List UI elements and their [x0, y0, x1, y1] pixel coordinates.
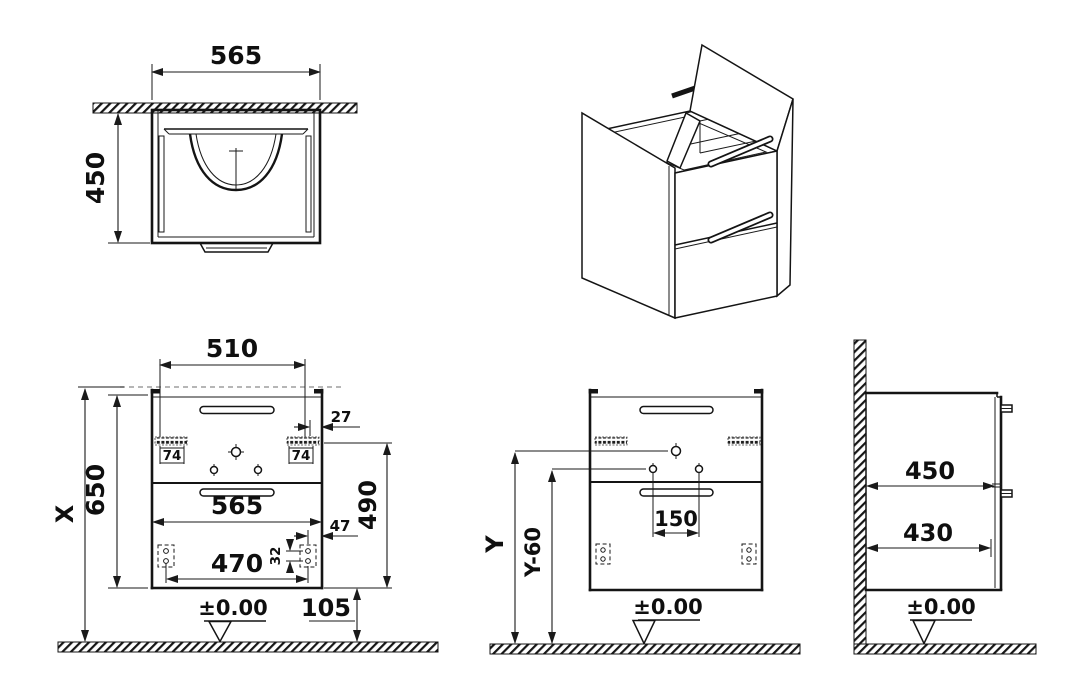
plan-depth-dimension: 450: [81, 113, 150, 244]
front-view-center: 150 Y Y-60 ±0.00: [481, 388, 801, 655]
dim-height-y-minus: Y-60: [521, 527, 545, 578]
floor-strip-left: [57, 641, 439, 653]
floor-datum-right: ±0.00: [906, 595, 976, 646]
dim-group-body-height: 650: [81, 394, 148, 589]
dim-group-foot-span: 470: [165, 549, 309, 583]
dim-depth-top: 450: [905, 457, 955, 485]
dim-group-foot-edge-offset: 47: [294, 517, 358, 544]
iso-handle-top: [707, 135, 774, 168]
side-view: 450 430 ±0.00: [853, 339, 1037, 655]
isometric-view: [581, 43, 794, 320]
dim-group-total-height-x: X: [51, 386, 124, 642]
dim-foot-hole-pitch: 32: [268, 547, 284, 566]
dim-total-height: X: [51, 504, 79, 523]
dim-drain-pitch: 150: [654, 507, 698, 531]
datum-label: ±0.00: [906, 595, 975, 619]
dim-foot-span: 470: [211, 549, 263, 578]
wall-bracket-left: [594, 436, 628, 446]
plan-drawer-rail-left: [158, 135, 165, 233]
datum-label: ±0.00: [198, 596, 267, 620]
dim-group-bracket-left: 74: [159, 446, 185, 464]
dim-plan-width: 565: [210, 41, 262, 70]
dim-mount-span: 510: [206, 334, 258, 363]
handle-slot-bottom: [639, 488, 714, 497]
corner-hanger-left: [588, 389, 598, 394]
plan-cabinet-outline: [150, 108, 322, 245]
handle-slot-bottom: [199, 488, 275, 497]
floor-datum-left: ±0.00: [198, 596, 268, 644]
floor-datum-center: ±0.00: [631, 595, 703, 646]
dim-bracket-left: 74: [163, 448, 182, 464]
dim-group-depth-top: 450: [866, 457, 995, 490]
floor-strip-right: [853, 643, 1037, 655]
datum-triangle: [631, 619, 657, 646]
datum-label: ±0.00: [633, 595, 702, 619]
front-cabinet-outline: [150, 388, 324, 590]
wall-strip: [853, 339, 867, 655]
dim-group-foot-hole-pitch: 32: [268, 539, 303, 573]
dim-mount-height: 490: [354, 480, 382, 530]
dim-foot-edge-offset: 47: [330, 517, 351, 535]
front-view-wall: X 650 510: [51, 334, 439, 653]
dim-group-body-width: 565: [152, 491, 322, 526]
dim-body-width: 565: [211, 491, 263, 520]
fixing-holes: [209, 444, 263, 476]
dim-group-mount-height: 490: [324, 442, 392, 589]
wall-bracket-right: [727, 436, 761, 446]
dim-group-depth-front: 430: [866, 519, 992, 557]
dim-depth-front: 430: [903, 519, 953, 547]
iso-siphon-chute: [666, 111, 701, 170]
handle-slot-top: [639, 405, 714, 415]
plan-countertop-wall-strip: [92, 102, 358, 114]
iso-handle-bottom: [707, 211, 774, 244]
adjustable-feet: [157, 544, 317, 568]
corner-hanger-right: [754, 389, 764, 394]
side-cabinet-profile: [864, 391, 1013, 592]
adjustable-feet: [595, 543, 757, 565]
corner-hanger-right: [314, 389, 324, 394]
dim-plan-depth: 450: [81, 152, 110, 204]
dim-body-height: 650: [81, 464, 110, 516]
dim-bracket-right: 74: [292, 448, 311, 464]
handle-slot-top: [199, 405, 275, 415]
dim-group-floor-clearance: 105: [301, 588, 361, 642]
center-cabinet-outline: [588, 388, 764, 592]
dim-height-y: Y: [481, 535, 509, 554]
floor-strip-center: [489, 643, 801, 655]
dim-group-drain-pitch: 150: [652, 475, 700, 537]
plan-view: 565 450: [81, 41, 358, 253]
dim-edge-gap: 27: [331, 408, 352, 426]
fixing-holes: [648, 443, 704, 475]
wall-bracket-right: [286, 436, 320, 446]
dim-group-edge-gap: 27: [294, 408, 360, 436]
dim-group-height-y-minus: Y-60: [521, 468, 646, 644]
datum-triangle: [207, 620, 233, 644]
wall-bracket-left: [154, 436, 188, 446]
plan-width-dimension: 565: [151, 41, 321, 100]
plan-drawer-rail-right: [305, 135, 312, 233]
dim-floor-clearance: 105: [301, 594, 351, 622]
corner-hanger-left: [150, 389, 160, 394]
plan-front-handle: [199, 242, 274, 253]
plan-washbasin: [163, 128, 309, 192]
dim-group-bracket-right: 74: [288, 446, 314, 464]
dim-group-mount-span: 510: [159, 334, 306, 437]
dim-group-height-y: Y: [481, 450, 668, 644]
datum-triangle: [911, 619, 937, 646]
